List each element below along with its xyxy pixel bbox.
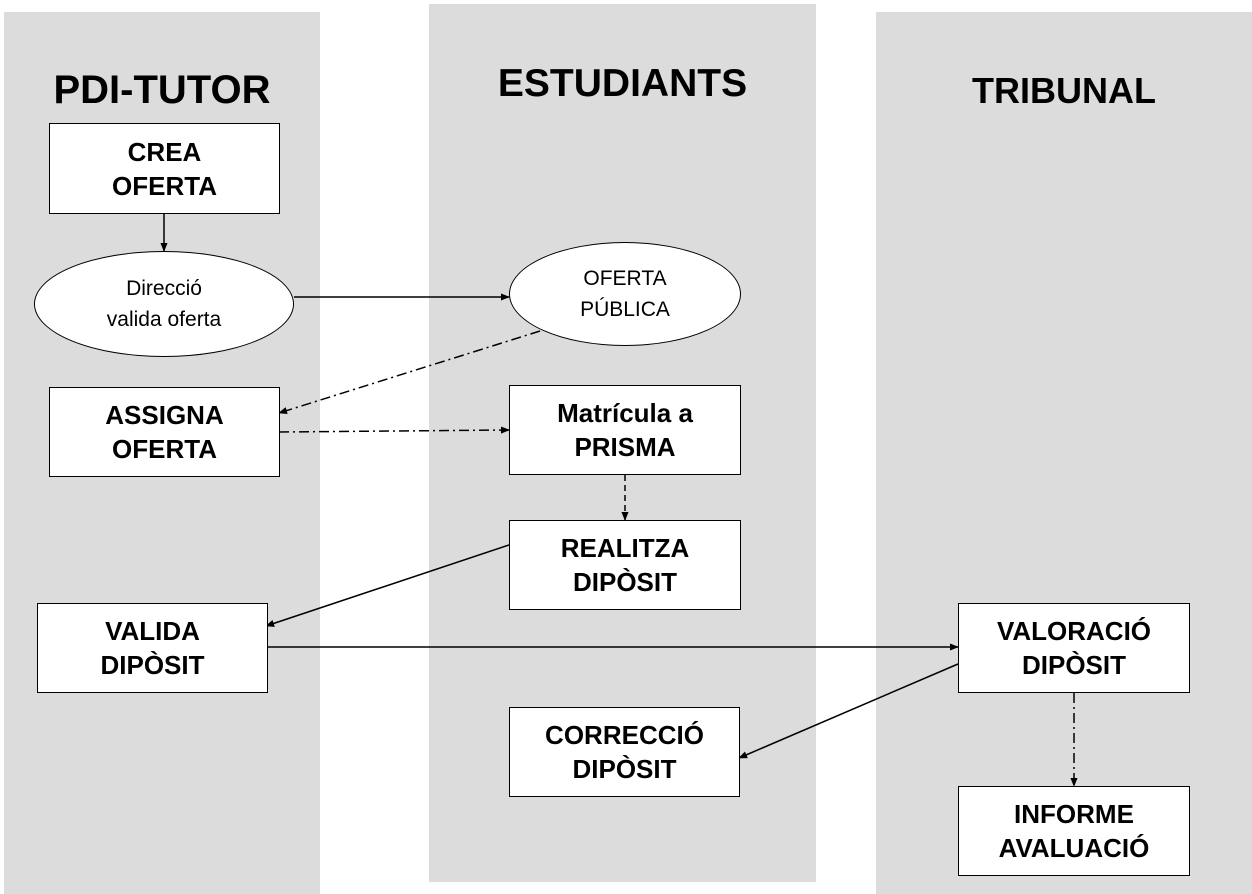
node-assigna-oferta: ASSIGNA OFERTA	[49, 387, 280, 477]
node-assigna-line1: ASSIGNA	[105, 400, 224, 430]
node-oferta-publica: OFERTA PÚBLICA	[509, 242, 741, 346]
node-valoracio-line2: DIPÒSIT	[1021, 650, 1126, 680]
arrow-oferta-publica-to-assigna	[278, 330, 541, 415]
node-crea-oferta-line1: CREA	[127, 136, 202, 167]
node-matricula-line2: PRISMA	[574, 432, 676, 462]
node-correccio-diposit: CORRECCIÓ DIPÒSIT	[509, 707, 740, 797]
arrow-assigna-to-matricula	[278, 426, 510, 434]
node-crea-oferta: CREA OFERTA	[49, 123, 280, 214]
node-direccio-valida-oferta: Direcció valida oferta	[34, 251, 294, 357]
node-informe-line2: AVALUACIÓ	[998, 833, 1150, 863]
node-valida-line2: DIPÒSIT	[100, 650, 205, 680]
lane-title-pdi-tutor: PDI-TUTOR	[53, 68, 271, 112]
node-assigna-line2: OFERTA	[112, 434, 217, 464]
node-valoracio-diposit: VALORACIÓ DIPÒSIT	[958, 603, 1190, 693]
lane-title-tribunal: TRIBUNAL	[972, 70, 1156, 111]
node-valida-diposit: VALIDA DIPÒSIT	[37, 603, 268, 693]
node-matricula-prisma: Matrícula a PRISMA	[509, 385, 741, 475]
node-realitza-line2: DIPÒSIT	[572, 567, 677, 597]
node-crea-oferta-line2: OFERTA	[112, 170, 217, 201]
node-oferta-publica-line1: OFERTA	[583, 267, 667, 290]
node-realitza-line1: REALITZA	[560, 533, 690, 563]
node-matricula-line1: Matrícula a	[557, 398, 693, 428]
arrow-realitza-to-valida	[265, 544, 510, 627]
node-realitza-diposit: REALITZA DIPÒSIT	[509, 520, 741, 610]
lane-title-estudiants: ESTUDIANTS	[497, 62, 748, 105]
arrow-valoracio-to-correccio	[738, 663, 959, 759]
node-correccio-line2: DIPÒSIT	[572, 754, 677, 784]
node-valoracio-line1: VALORACIÓ	[996, 616, 1152, 646]
node-direccio-line2: valida oferta	[106, 308, 222, 331]
node-informe-avaluacio: INFORME AVALUACIÓ	[958, 786, 1190, 876]
node-valida-line1: VALIDA	[105, 616, 200, 646]
node-oferta-publica-line2: PÚBLICA	[580, 298, 670, 321]
node-informe-line1: INFORME	[1014, 799, 1134, 829]
lane-tribunal	[876, 12, 1252, 894]
node-direccio-line1: Direcció	[126, 277, 202, 300]
node-correccio-line1: CORRECCIÓ	[545, 720, 704, 750]
